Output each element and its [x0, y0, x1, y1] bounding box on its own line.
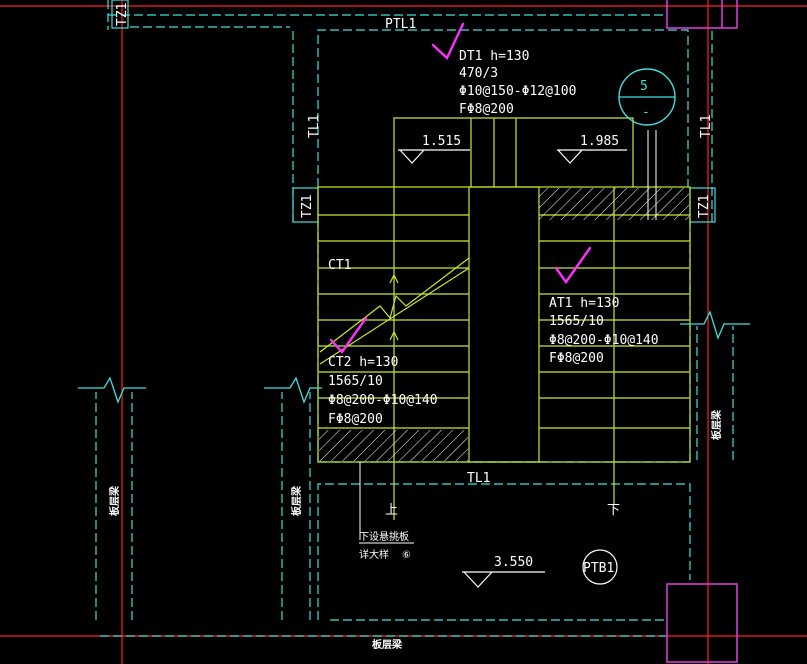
section-mark: 5 - — [618, 68, 676, 126]
check-mark-ct2 — [329, 316, 368, 354]
at1-line2: 1565/10 — [549, 314, 604, 329]
ct2-annotation: CT2 h=130 1565/10 Φ8@200-Φ10@140 FΦ8@200 — [328, 355, 438, 427]
elevation-left: 1.515 — [422, 134, 461, 149]
elevation-platform: 3.550 — [494, 555, 533, 570]
note-ref: ⑥ — [402, 550, 411, 561]
tl1-right-label: TL1 — [699, 115, 714, 138]
beam-tag-left1: 板层梁 — [108, 485, 121, 516]
columns — [666, 0, 738, 663]
cantilever-note: 下设悬挑板 详大样 ⑥ — [359, 530, 414, 561]
tl1-bottom-label: TL1 — [467, 471, 490, 486]
dt1-line1: DT1 h=130 — [459, 49, 529, 64]
at1-line4: FΦ8@200 — [549, 351, 604, 366]
section-sub: - — [642, 105, 650, 120]
tl1-left-label: TL1 — [307, 115, 322, 138]
check-marks — [329, 22, 592, 354]
dt1-line2: 470/3 — [459, 66, 498, 81]
check-mark-dt1 — [431, 22, 465, 60]
at1-line1: AT1 h=130 — [549, 296, 619, 311]
check-mark-at1 — [554, 246, 592, 285]
cut-symbols — [78, 310, 750, 404]
ptl1-label: PTL1 — [385, 17, 416, 32]
beam-tag-left2: 板层梁 — [290, 485, 303, 516]
beam-tag-right: 板层梁 — [710, 409, 723, 440]
elevation-markers — [398, 149, 627, 588]
note-line2: 详大样 — [359, 548, 389, 561]
ct2-line2: 1565/10 — [328, 374, 383, 389]
elevation-right: 1.985 — [580, 134, 619, 149]
leader-lines — [359, 130, 657, 540]
ptb1-label: PTB1 — [583, 561, 614, 576]
ct2-line4: FΦ8@200 — [328, 412, 383, 427]
tz1-right-label: TZ1 — [697, 195, 712, 218]
ct2-line3: Φ8@200-Φ10@140 — [328, 393, 438, 408]
up-arrow-label: 上 — [385, 503, 398, 518]
ct1-label: CT1 — [328, 258, 351, 273]
dt1-line4: FΦ8@200 — [459, 102, 514, 117]
beam-tag-bottom: 板层梁 — [372, 638, 403, 651]
tz1-top-label: TZ1 — [115, 3, 130, 26]
at1-annotation: AT1 h=130 1565/10 Φ8@200-Φ10@140 FΦ8@200 — [549, 296, 659, 366]
dt1-line3: Φ10@150-Φ12@100 — [459, 84, 576, 99]
note-line1: 下设悬挑板 — [359, 530, 409, 543]
section-number: 5 — [640, 79, 648, 94]
dt1-annotation: DT1 h=130 470/3 Φ10@150-Φ12@100 FΦ8@200 — [459, 49, 576, 117]
beam-lines — [95, 0, 734, 637]
tz1-left-label: TZ1 — [300, 195, 315, 218]
ct2-line1: CT2 h=130 — [328, 355, 398, 370]
ptb1-tag: PTB1 — [582, 549, 618, 585]
down-arrow-label: 下 — [607, 503, 620, 518]
at1-line3: Φ8@200-Φ10@140 — [549, 333, 659, 348]
hatch-regions — [319, 188, 689, 461]
